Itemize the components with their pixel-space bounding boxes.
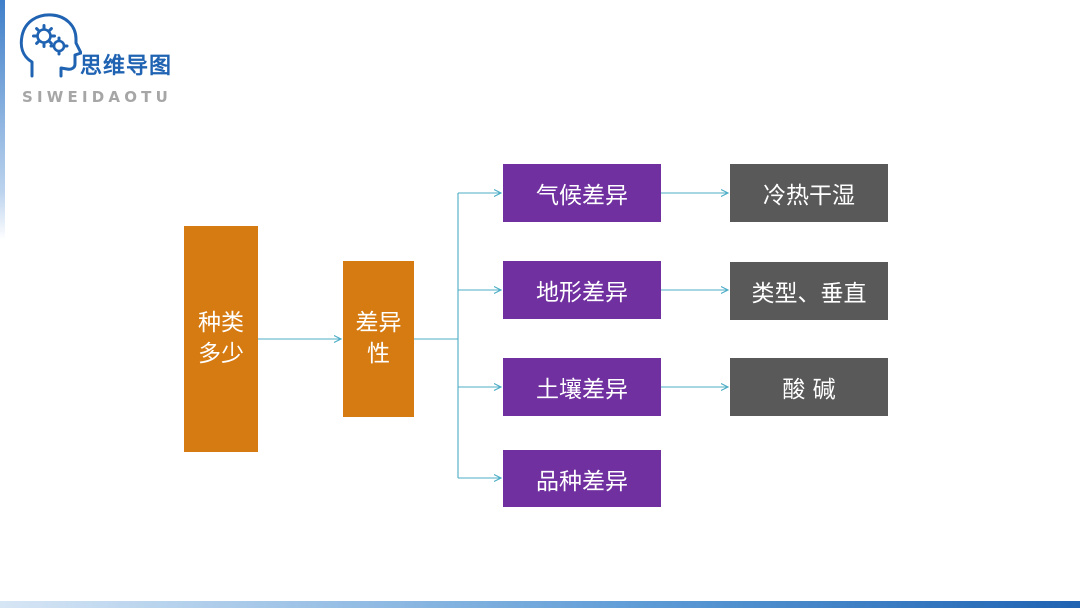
brand-title: 思维导图 — [80, 54, 173, 79]
detail-node-soil: 酸 碱 — [730, 358, 888, 416]
head-gears-icon — [19, 13, 82, 78]
root-node: 种类多少 — [184, 226, 258, 452]
detail-node-climate: 冷热干湿 — [730, 164, 888, 222]
left-accent-bar — [0, 0, 5, 240]
detail-node-terrain: 类型、垂直 — [730, 262, 888, 320]
logo: 思维导图 SIWEIDAOTU — [14, 12, 214, 112]
brand-subtitle: SIWEIDAOTU — [22, 88, 172, 106]
bottom-accent-band — [0, 601, 1080, 608]
hub-node: 差异性 — [343, 261, 414, 417]
category-node-soil: 土壤差异 — [503, 358, 661, 416]
category-node-climate: 气候差异 — [503, 164, 661, 222]
category-node-terrain: 地形差异 — [503, 261, 661, 319]
category-node-variety: 品种差异 — [503, 450, 661, 507]
